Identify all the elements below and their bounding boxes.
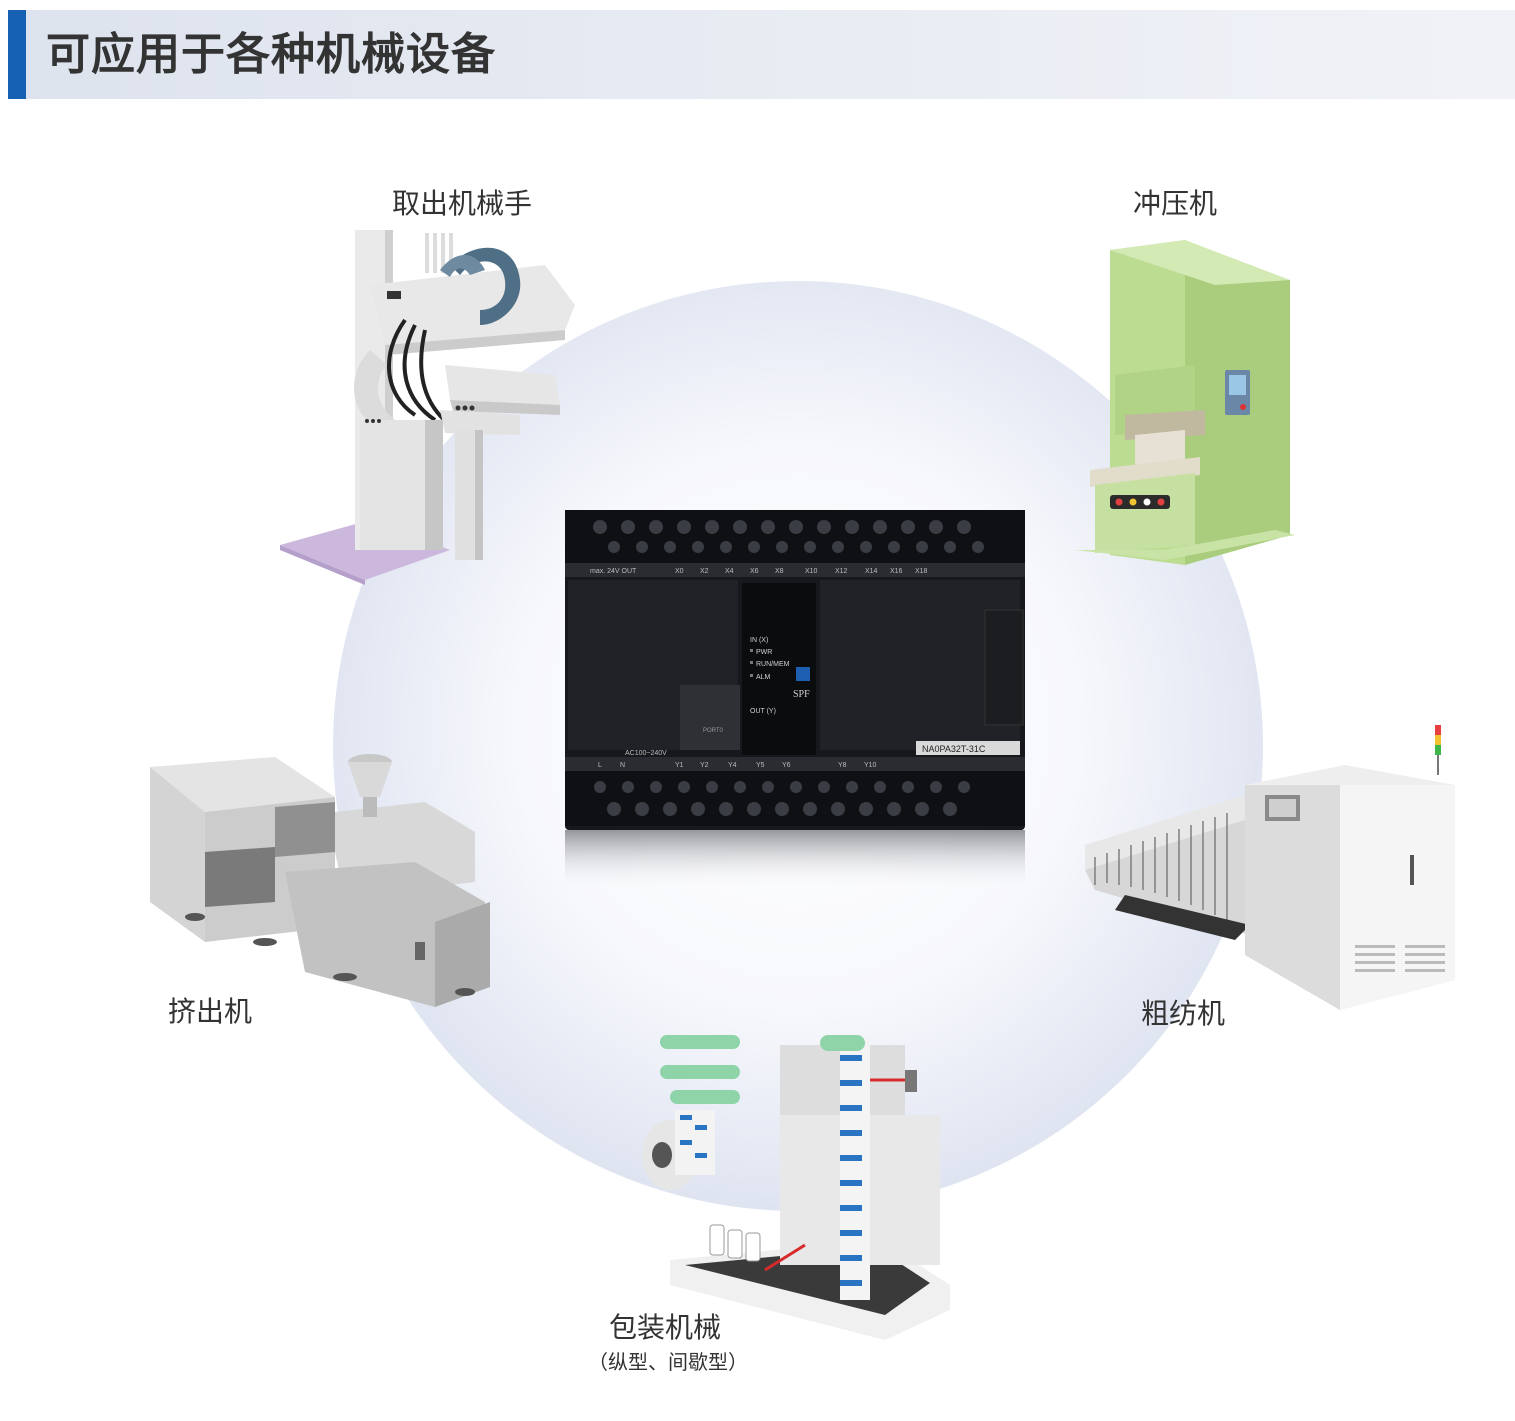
- plc-output-terminal-2: Y1: [675, 762, 684, 769]
- label-spinning-machine: 粗纺机: [1141, 997, 1226, 1030]
- plc-led-pwr: PWR: [756, 649, 772, 656]
- sublabel-packaging-machine: （纵型、间歇型）: [588, 1350, 748, 1374]
- label-press-machine: 冲压机: [1133, 187, 1218, 220]
- plc-output-terminal-8: Y10: [864, 762, 877, 769]
- plc-input-group-label: IN (X): [750, 637, 768, 644]
- plc-input-terminal-3: X6: [750, 568, 759, 575]
- plc-led-run: RUN/MEM: [756, 661, 790, 668]
- plc-controller-image: max. 24V OUT X0 X2 X4 X6 X8 X10 X12 X14 …: [565, 510, 1025, 890]
- label-take-out-robot: 取出机械手: [392, 187, 533, 220]
- plc-input-terminal-9: X18: [915, 568, 928, 575]
- label-extruder: 挤出机: [168, 995, 253, 1028]
- plc-input-terminal-6: X12: [835, 568, 848, 575]
- plc-input-terminal-4: X8: [775, 568, 784, 575]
- plc-output-group-label: OUT (Y): [750, 708, 776, 715]
- plc-power-label: AC100~240V: [625, 750, 667, 757]
- plc-output-terminal-7: Y8: [838, 762, 847, 769]
- plc-output-label: max. 24V OUT: [590, 568, 637, 575]
- plc-output-terminal-4: Y4: [728, 762, 737, 769]
- plc-output-terminal-5: Y5: [756, 762, 765, 769]
- plc-input-terminal-2: X4: [725, 568, 734, 575]
- plc-input-terminal-8: X16: [890, 568, 903, 575]
- plc-output-terminal-3: Y2: [700, 762, 709, 769]
- plc-output-terminal-0: L: [598, 762, 602, 769]
- spinning-machine-image: [1085, 725, 1455, 1010]
- plc-model: NA0PA32T-31C: [922, 744, 986, 754]
- plc-input-terminal-5: X10: [805, 568, 818, 575]
- plc-input-terminal-1: X2: [700, 568, 709, 575]
- plc-port-label: PORT0: [703, 728, 724, 734]
- label-packaging-machine: 包装机械: [609, 1311, 722, 1344]
- packaging-machine-image: [642, 1035, 950, 1340]
- header-accent-bar: [8, 10, 26, 99]
- plc-input-terminal-7: X14: [865, 568, 878, 575]
- plc-brand: SPF: [793, 689, 810, 700]
- extruder-machine-image: [150, 754, 490, 1007]
- robot-arm-image: [280, 230, 575, 585]
- plc-output-terminal-6: Y6: [782, 762, 791, 769]
- page-title: 可应用于各种机械设备: [46, 29, 496, 80]
- plc-input-terminal-0: X0: [675, 568, 684, 575]
- press-machine-image: [1075, 240, 1295, 565]
- plc-output-terminal-1: N: [620, 762, 625, 769]
- plc-led-alm: ALM: [756, 674, 771, 681]
- section-header: 可应用于各种机械设备: [8, 10, 1515, 99]
